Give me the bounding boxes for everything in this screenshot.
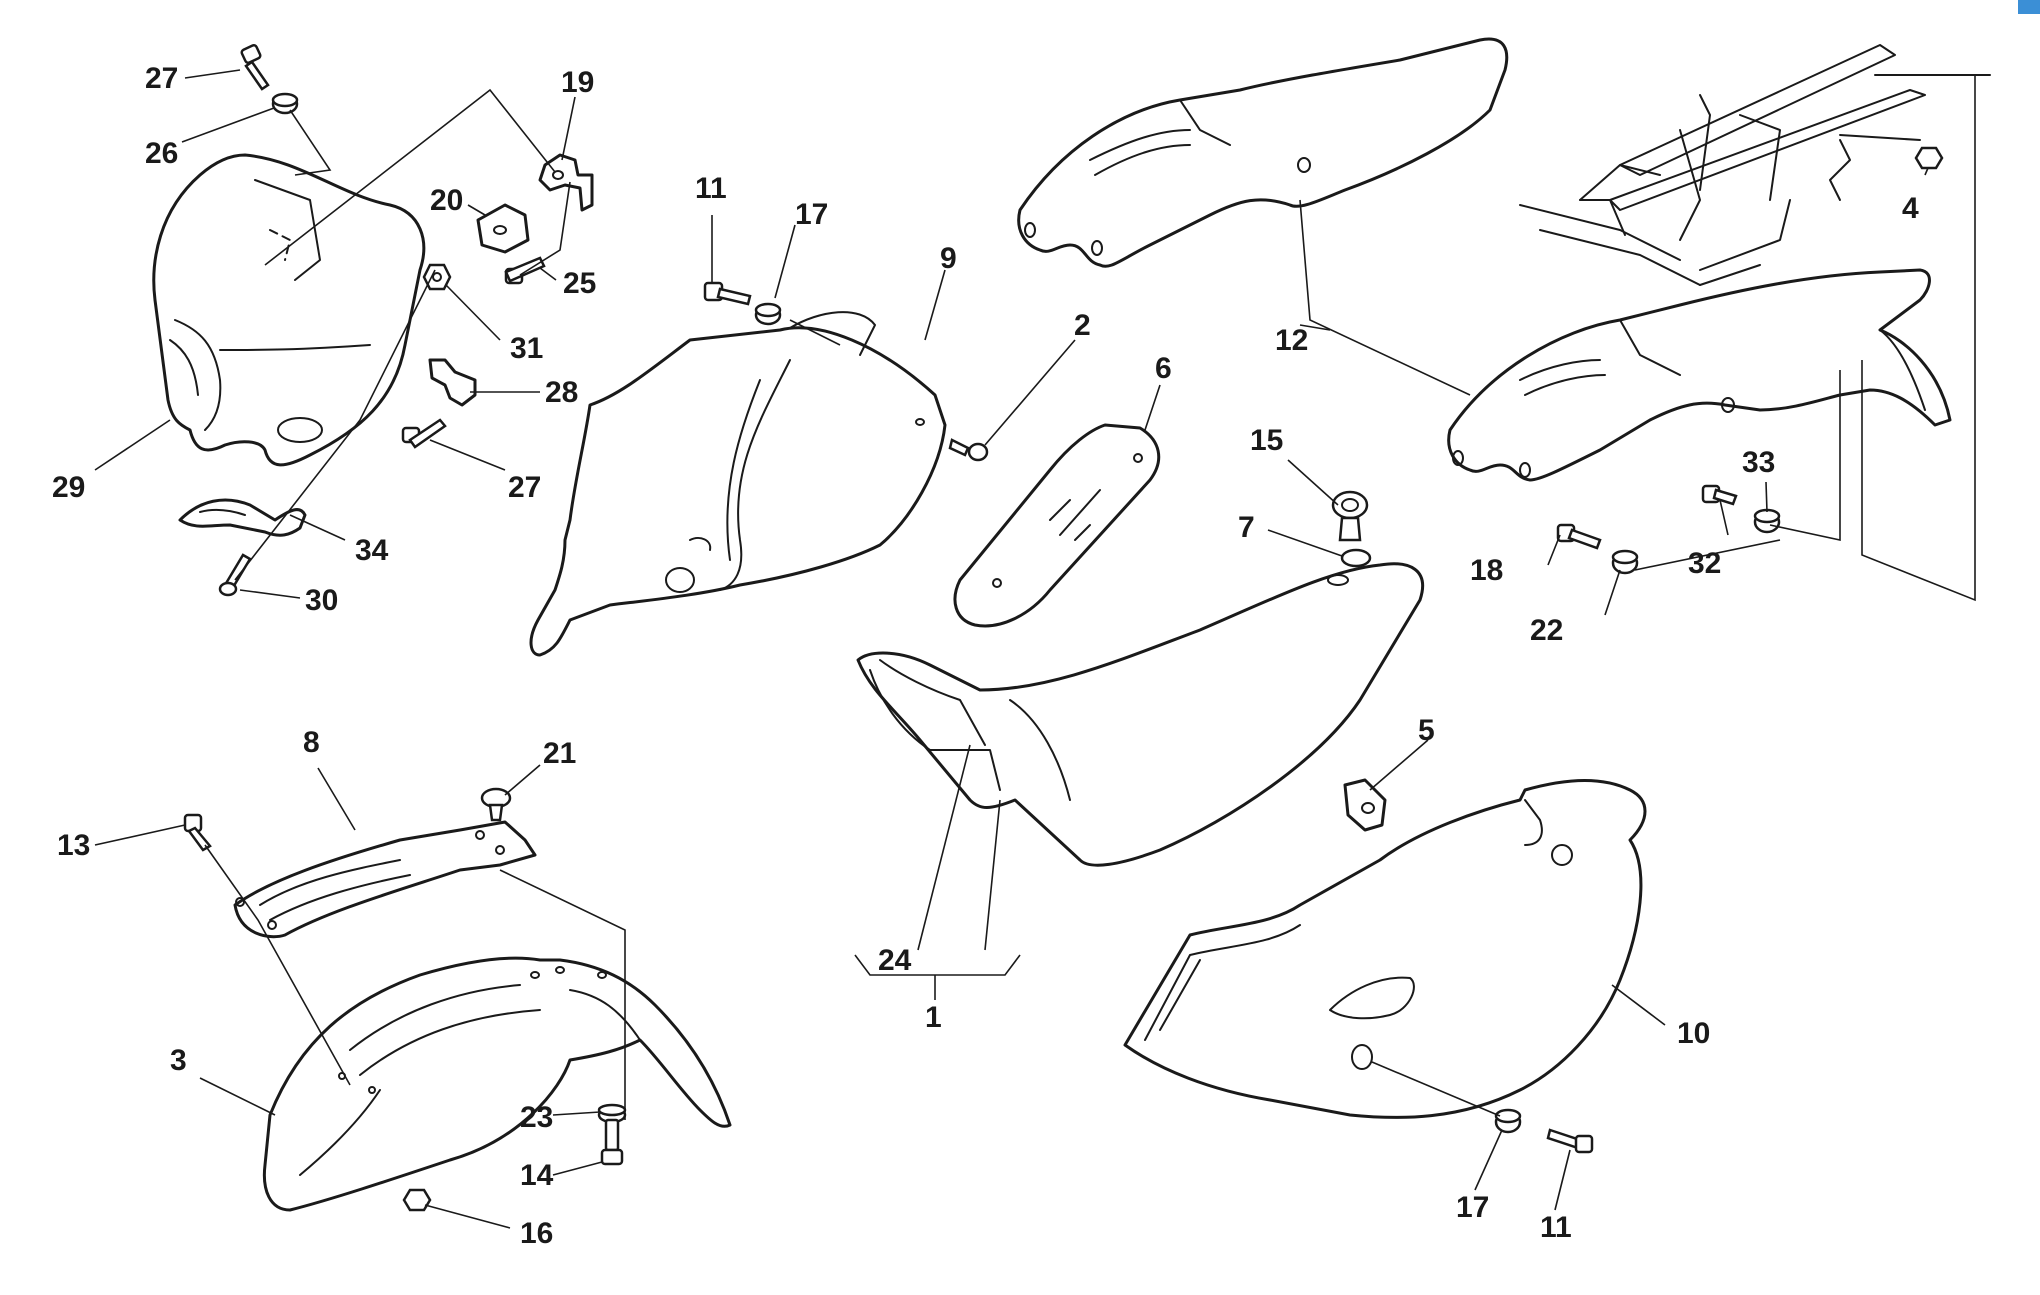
part-31-nut — [422, 263, 452, 291]
part-4-nut — [1914, 146, 1944, 170]
part-11-screw-top — [703, 281, 752, 306]
callout-5: 5 — [1418, 714, 1435, 747]
callout-30: 30 — [305, 584, 338, 617]
callout-9: 9 — [940, 242, 957, 275]
callout-26: 26 — [145, 137, 178, 170]
callout-31: 31 — [510, 332, 543, 365]
part-33-washer — [1753, 508, 1781, 534]
part-11-screw-bottom — [1546, 1128, 1594, 1154]
callout-15: 15 — [1250, 424, 1283, 457]
part-12-rear-fender-upper — [1017, 37, 1509, 268]
part-17-washer-bottom — [1494, 1108, 1522, 1134]
part-14-screw — [600, 1118, 624, 1166]
part-2-screw — [948, 438, 989, 462]
part-30-screw — [218, 553, 252, 597]
part-22-washer — [1611, 549, 1639, 575]
callout-25: 25 — [563, 267, 596, 300]
part-12-rear-fender-lower — [1447, 268, 1952, 482]
leader-lines — [94, 69, 1976, 1229]
part-25-screw — [504, 256, 546, 285]
callout-14: 14 — [520, 1159, 554, 1192]
part-9-left-side-panel — [529, 311, 947, 657]
part-7-washer — [1340, 548, 1372, 568]
callout-21: 21 — [543, 737, 576, 770]
callout-1: 1 — [925, 1001, 942, 1034]
part-6-filter-cover — [953, 423, 1161, 628]
callout-4: 4 — [1902, 192, 1919, 225]
part-27-screw-top — [240, 44, 270, 91]
part-32-screw — [1701, 484, 1738, 506]
callout-34: 34 — [355, 534, 389, 567]
callout-27-top: 27 — [145, 62, 178, 95]
part-18-screw — [1556, 523, 1602, 550]
part-27-screw-middle — [401, 418, 447, 449]
callout-19: 19 — [561, 66, 594, 99]
part-17-washer-top — [754, 302, 782, 326]
callout-29: 29 — [52, 471, 85, 504]
part-5-clip-nut — [1343, 778, 1387, 832]
part-21-grommet — [480, 787, 512, 822]
callout-23: 23 — [520, 1101, 553, 1134]
callout-20: 20 — [430, 184, 463, 217]
callout-16: 16 — [520, 1217, 553, 1250]
callout-33: 33 — [1742, 446, 1775, 479]
callout-18: 18 — [1470, 554, 1503, 587]
callout-11-top: 11 — [695, 172, 727, 205]
part-20-clip — [476, 203, 530, 254]
part-29-front-number-plate — [152, 153, 426, 467]
callout-3: 3 — [170, 1044, 187, 1077]
callout-2: 2 — [1074, 309, 1091, 342]
callout-24: 24 — [878, 944, 912, 977]
part-26-washer — [271, 92, 299, 115]
callout-32: 32 — [1688, 547, 1721, 580]
callout-12: 12 — [1275, 324, 1308, 357]
part-15-quick-fastener — [1331, 490, 1369, 542]
part-16-nut — [402, 1188, 432, 1212]
part-rear-frame — [1519, 44, 1991, 286]
callout-10: 10 — [1677, 1017, 1710, 1050]
part-3-front-fender — [262, 956, 732, 1212]
callout-13: 13 — [57, 829, 90, 862]
part-34-bracket — [178, 498, 307, 537]
part-28-clip — [428, 358, 477, 407]
callout-6: 6 — [1155, 352, 1172, 385]
callout-27-middle: 27 — [508, 471, 541, 504]
callout-22: 22 — [1530, 614, 1563, 647]
part-13-screw — [183, 813, 212, 852]
part-1-seat-assembly — [856, 562, 1425, 867]
callout-8: 8 — [303, 726, 320, 759]
callout-17-top: 17 — [795, 198, 828, 231]
part-10-right-side-panel — [1123, 779, 1647, 1119]
callout-11-bottom: 11 — [1540, 1211, 1572, 1244]
callout-7: 7 — [1238, 511, 1255, 544]
callout-17-bottom: 17 — [1456, 1191, 1489, 1224]
corner-accent-mark — [2018, 0, 2040, 14]
callout-28: 28 — [545, 376, 578, 409]
part-8-fender-brace — [233, 820, 537, 939]
